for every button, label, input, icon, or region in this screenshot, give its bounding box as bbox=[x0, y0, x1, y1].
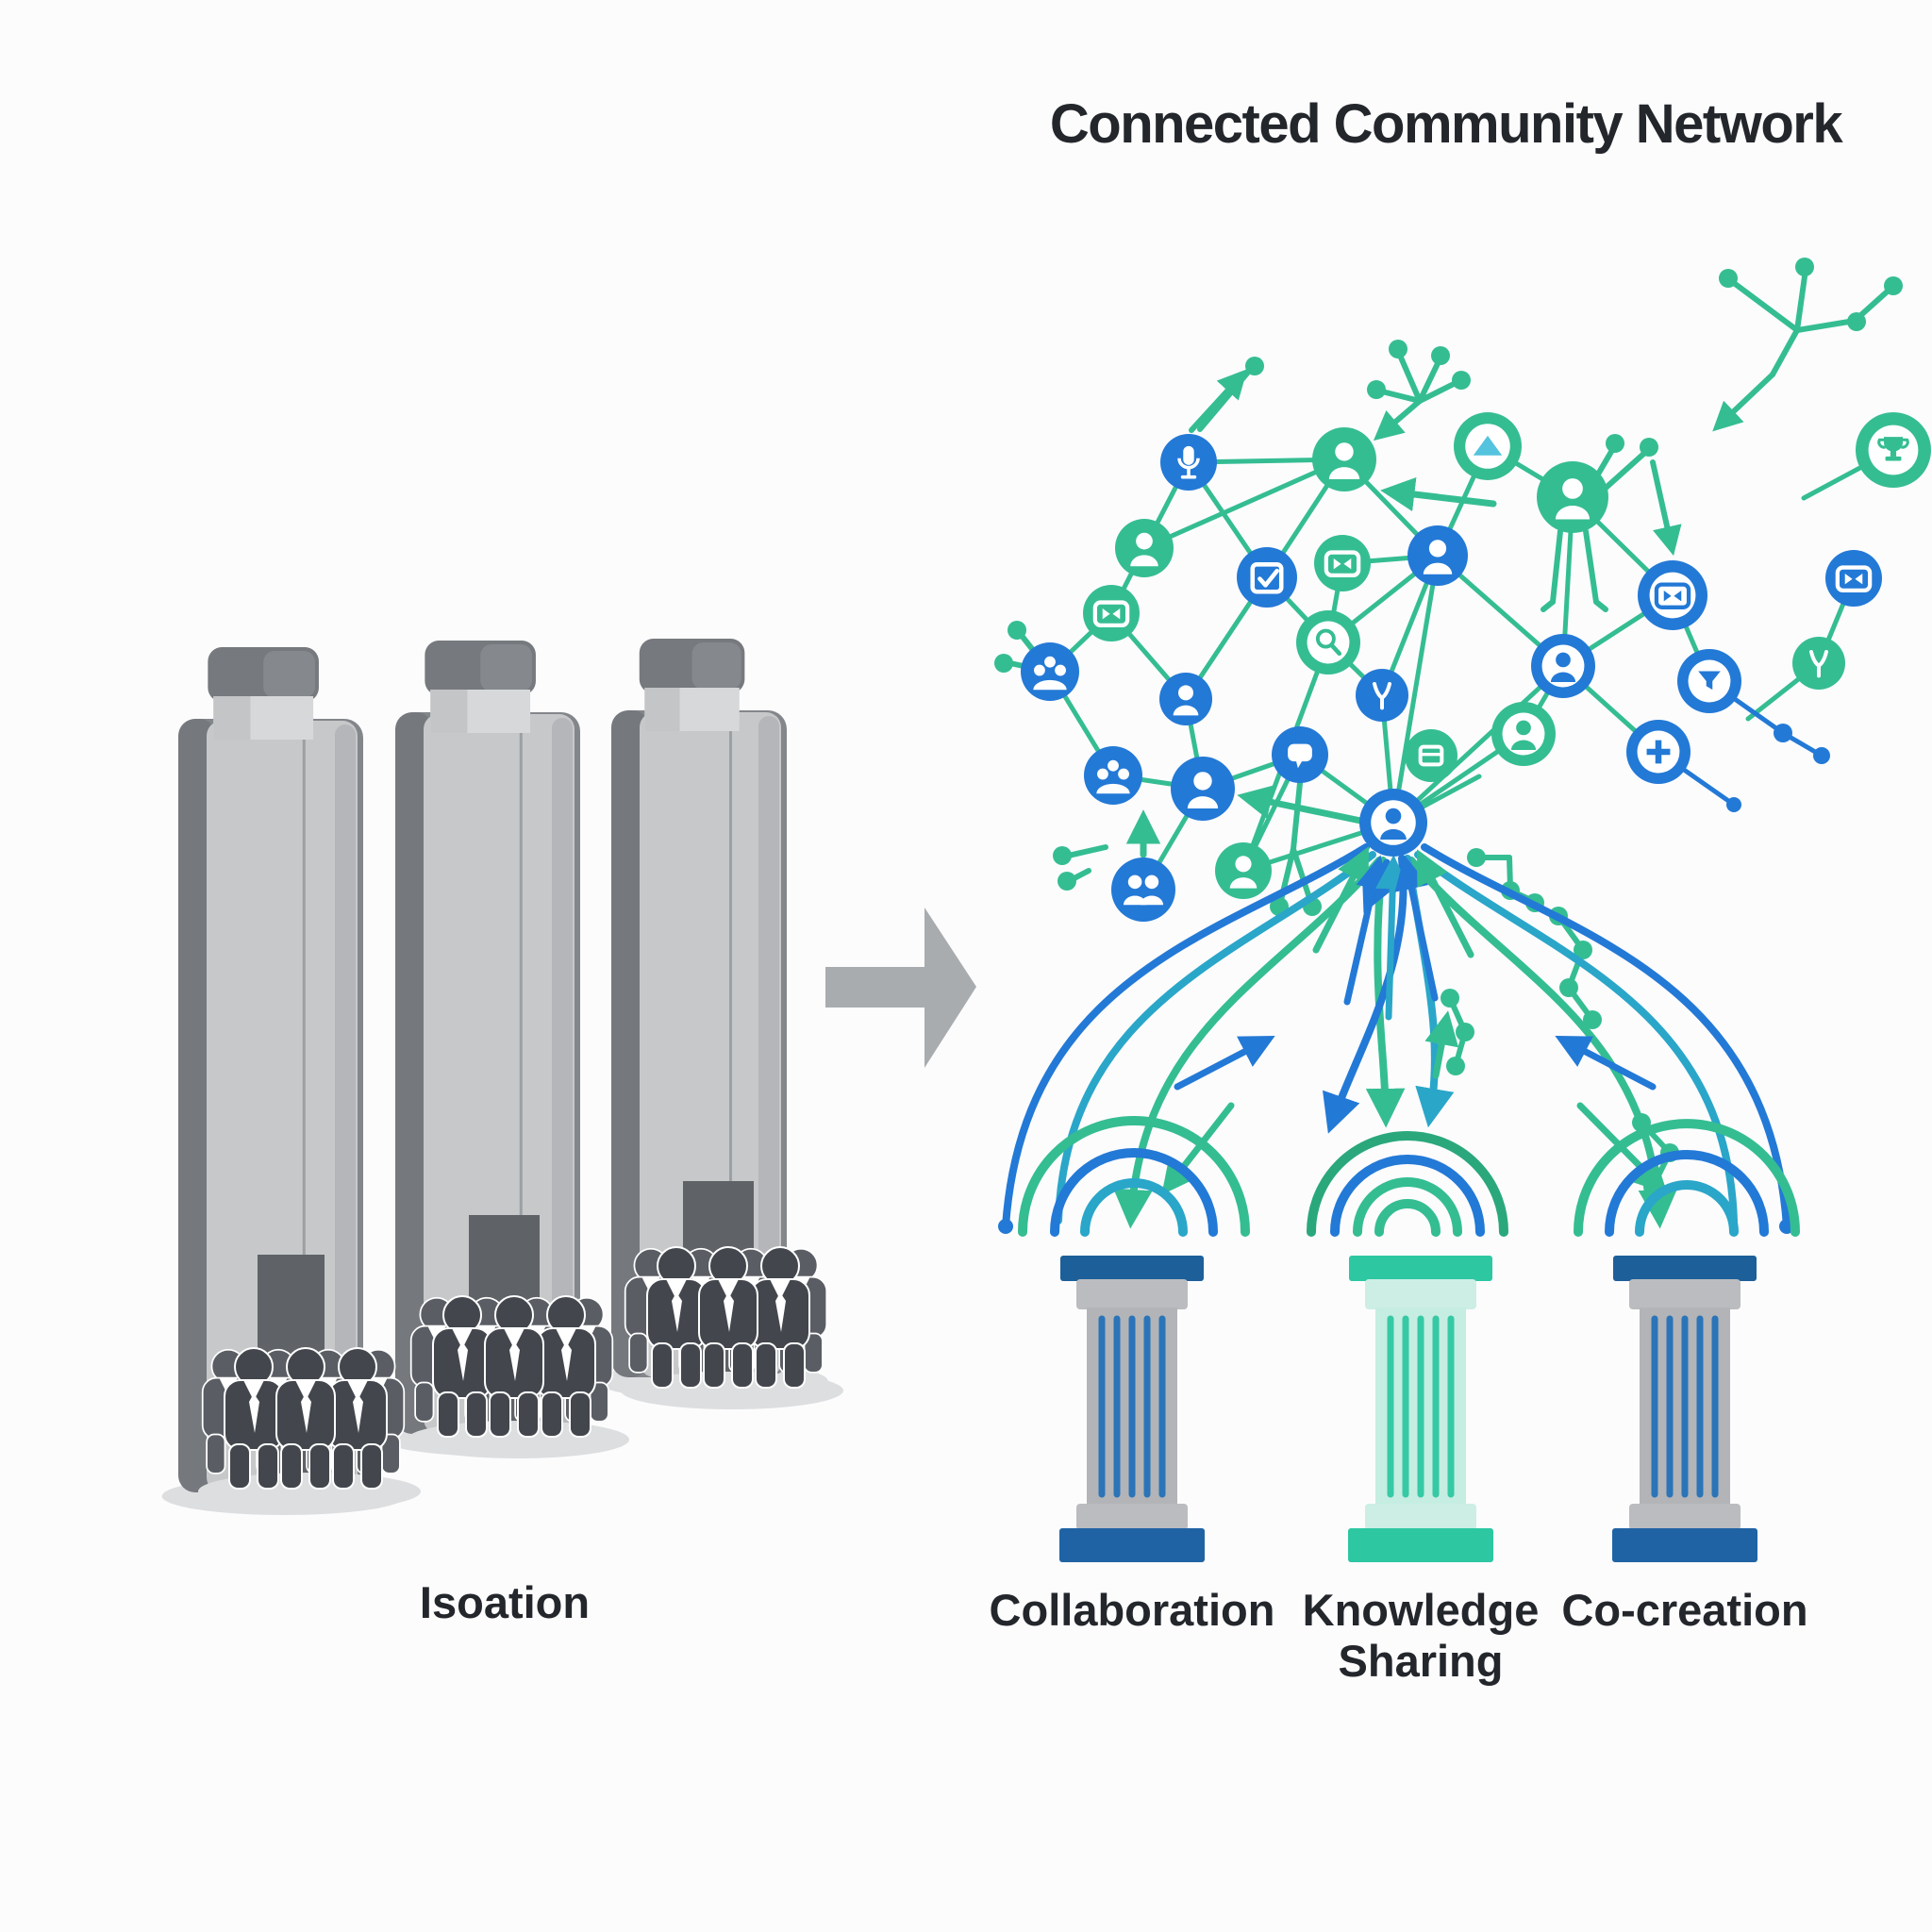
diagram-title: Connected Community Network bbox=[1049, 93, 1843, 155]
network-node bbox=[1531, 634, 1595, 698]
group-icon bbox=[1096, 759, 1130, 794]
people-icon bbox=[1123, 874, 1164, 906]
network-node bbox=[1296, 610, 1360, 675]
pillars bbox=[1059, 1256, 1757, 1562]
person-icon bbox=[1229, 856, 1257, 889]
network-node bbox=[1825, 550, 1882, 607]
transition-arrow bbox=[825, 908, 976, 1068]
pillar bbox=[1612, 1256, 1757, 1562]
person-icon bbox=[1423, 540, 1453, 575]
group-icon bbox=[1033, 656, 1067, 691]
network-node bbox=[1638, 560, 1707, 630]
person-figure bbox=[750, 1246, 810, 1389]
plus-icon bbox=[1646, 740, 1671, 764]
network-edges bbox=[1047, 443, 1896, 892]
pillar-label-co-creation: Co-creation bbox=[1561, 1585, 1808, 1635]
pillar-arcs bbox=[1018, 1116, 1800, 1237]
network-dot bbox=[1774, 724, 1792, 742]
bowtie-icon bbox=[1324, 550, 1361, 577]
network-node bbox=[1359, 789, 1427, 857]
pillar-label-collaboration: Collaboration bbox=[989, 1585, 1275, 1635]
person-icon bbox=[1510, 720, 1537, 750]
network-node bbox=[1454, 412, 1522, 480]
network-node bbox=[1083, 585, 1140, 641]
crowd-group bbox=[621, 1246, 843, 1409]
network-node bbox=[1856, 412, 1931, 488]
network-node bbox=[1792, 637, 1845, 690]
check-icon bbox=[1250, 562, 1284, 594]
person-figure bbox=[327, 1347, 388, 1490]
person-icon bbox=[1328, 442, 1360, 480]
network-node bbox=[1272, 726, 1328, 783]
funnel-icon bbox=[1698, 671, 1721, 691]
network-node bbox=[1215, 842, 1272, 899]
crowd-group bbox=[198, 1347, 421, 1510]
person-figure bbox=[224, 1347, 284, 1490]
wishbone-icon bbox=[1808, 649, 1829, 678]
network-node bbox=[1237, 547, 1297, 608]
network-node bbox=[1111, 858, 1175, 922]
network-dot bbox=[1813, 747, 1830, 764]
pillar bbox=[1059, 1256, 1205, 1562]
person-icon bbox=[1555, 478, 1591, 520]
network-node bbox=[1115, 519, 1174, 577]
network-node bbox=[1314, 535, 1371, 591]
person-figure bbox=[275, 1347, 336, 1490]
network-node bbox=[1626, 720, 1690, 784]
flow-arrows bbox=[1125, 476, 1668, 1195]
search-icon bbox=[1315, 628, 1342, 657]
network-node bbox=[1084, 746, 1142, 805]
bowtie-icon bbox=[1835, 565, 1873, 592]
crowd-group bbox=[407, 1295, 629, 1458]
pillar bbox=[1348, 1256, 1493, 1562]
bowtie-icon bbox=[1654, 582, 1691, 609]
person-figure bbox=[536, 1295, 596, 1438]
network-node bbox=[1356, 669, 1408, 722]
person-figure bbox=[484, 1295, 544, 1438]
mic-icon bbox=[1177, 445, 1200, 479]
box-icon bbox=[1418, 744, 1444, 767]
person-figure bbox=[698, 1246, 758, 1389]
network-node bbox=[1537, 461, 1608, 533]
person-icon bbox=[1380, 808, 1407, 840]
mountain-icon bbox=[1473, 435, 1503, 456]
network-node bbox=[1171, 757, 1235, 821]
isolated-crowds bbox=[198, 1246, 843, 1510]
isolation-label: Isoation bbox=[419, 1577, 591, 1627]
person-figure bbox=[432, 1295, 492, 1438]
network-node bbox=[1407, 525, 1468, 586]
trophy-icon bbox=[1877, 437, 1909, 461]
silo-tower bbox=[161, 647, 407, 1515]
person-figure bbox=[646, 1246, 707, 1389]
person-icon bbox=[1130, 532, 1158, 567]
network-node bbox=[1491, 702, 1556, 766]
network-dot bbox=[998, 1219, 1013, 1234]
person-icon bbox=[1187, 772, 1219, 809]
network-nodes bbox=[1021, 412, 1931, 922]
bowtie-icon bbox=[1092, 600, 1130, 627]
network-node bbox=[1405, 729, 1457, 782]
network-node bbox=[1021, 642, 1079, 701]
chat-icon bbox=[1288, 743, 1312, 769]
network-dot bbox=[1726, 797, 1741, 812]
wishbone-icon bbox=[1372, 681, 1392, 710]
person-icon bbox=[1550, 652, 1576, 682]
person-icon bbox=[1173, 685, 1199, 716]
network-node bbox=[1677, 649, 1741, 713]
network-node bbox=[1159, 673, 1212, 725]
pillar-label-knowledge-sharing: Knowledge Sharing bbox=[1302, 1585, 1540, 1687]
network-node bbox=[1160, 434, 1217, 491]
network-twigs bbox=[994, 258, 1903, 1196]
network-node bbox=[1312, 427, 1376, 491]
